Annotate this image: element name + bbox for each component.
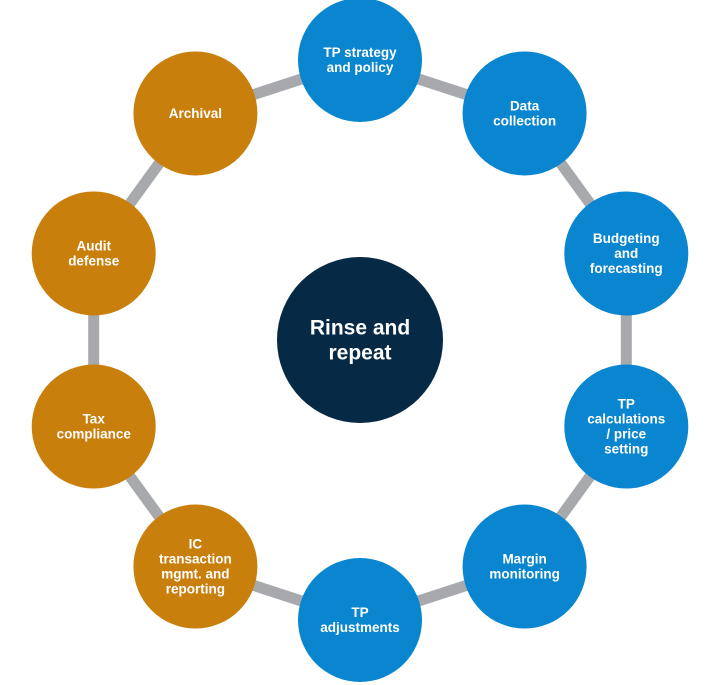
node-archival: Archival bbox=[133, 51, 258, 176]
node-label-line: adjustments bbox=[320, 620, 400, 635]
node-label-line: collection bbox=[493, 114, 556, 129]
node-label-line: calculations bbox=[587, 412, 665, 427]
node-label-line: and bbox=[614, 246, 638, 261]
node-label-line: TP strategy bbox=[323, 45, 397, 60]
node-circle bbox=[462, 51, 587, 176]
node-label-line: and policy bbox=[327, 60, 394, 75]
node-circle bbox=[133, 51, 258, 176]
node-label-line: Budgeting bbox=[593, 231, 660, 246]
node-circle bbox=[462, 504, 587, 629]
node-label-line: Tax bbox=[83, 412, 106, 427]
node-label-line: / price bbox=[606, 427, 646, 442]
node-circle bbox=[298, 558, 422, 682]
node-circle bbox=[133, 504, 258, 629]
node-label-line: Data bbox=[510, 99, 540, 114]
node-label-line: mgmt. and bbox=[161, 567, 229, 582]
node-circle bbox=[31, 364, 156, 489]
node-label-line: compliance bbox=[57, 427, 132, 442]
node-label-line: transaction bbox=[159, 552, 232, 567]
node-circle bbox=[564, 364, 689, 489]
node-circle bbox=[564, 191, 689, 316]
node-label-line: IC bbox=[189, 537, 203, 552]
node-label-line: setting bbox=[604, 442, 648, 457]
center-circle bbox=[277, 257, 443, 423]
node-label-line: reporting bbox=[166, 582, 225, 597]
node-label-line: forecasting bbox=[590, 261, 663, 276]
node-label-line: defense bbox=[68, 254, 120, 269]
node-label-line: Audit bbox=[76, 239, 111, 254]
node-label-line: Margin bbox=[502, 552, 546, 567]
center-label-line: repeat bbox=[328, 342, 391, 365]
node-label-line: Archival bbox=[169, 106, 222, 121]
node-label: Archival bbox=[169, 106, 222, 121]
node-circle bbox=[31, 191, 156, 316]
node-circle bbox=[298, 0, 422, 122]
node-label-line: TP bbox=[351, 605, 368, 620]
center-label-line: Rinse and bbox=[310, 317, 410, 340]
node-label-line: monitoring bbox=[489, 567, 560, 582]
node-label-line: TP bbox=[618, 397, 635, 412]
